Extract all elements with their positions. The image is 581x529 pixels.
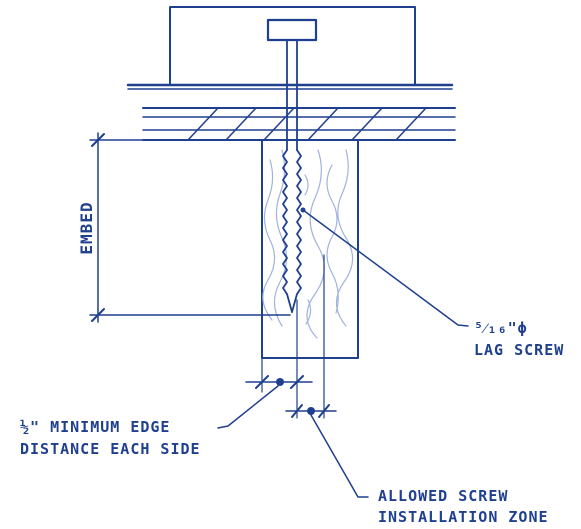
lag-screw [282, 39, 302, 313]
lag-screw-label: LAG SCREW [474, 341, 564, 359]
lag-screw-leader [300, 207, 469, 327]
edge-distance-dimension [217, 375, 313, 429]
embed-dimension [89, 132, 291, 323]
installation-zone-label-line2: INSTALLATION ZONE [378, 508, 549, 526]
top-block [169, 6, 416, 86]
lag-screw-size-label: ⁵⁄₁₆"ϕ [474, 319, 528, 337]
installation-zone-dimension [285, 404, 369, 498]
installation-zone-label-line1: ALLOWED SCREW [378, 487, 508, 505]
edge-distance-label-line1: ½" MINIMUM EDGE [20, 418, 170, 436]
wood-post [261, 139, 359, 359]
extension-lines [261, 254, 325, 419]
embed-label: EMBED [77, 201, 96, 254]
edge-distance-label-line2: DISTANCE EACH SIDE [20, 440, 201, 458]
decking-layer [142, 107, 456, 141]
base-flange [126, 83, 454, 90]
